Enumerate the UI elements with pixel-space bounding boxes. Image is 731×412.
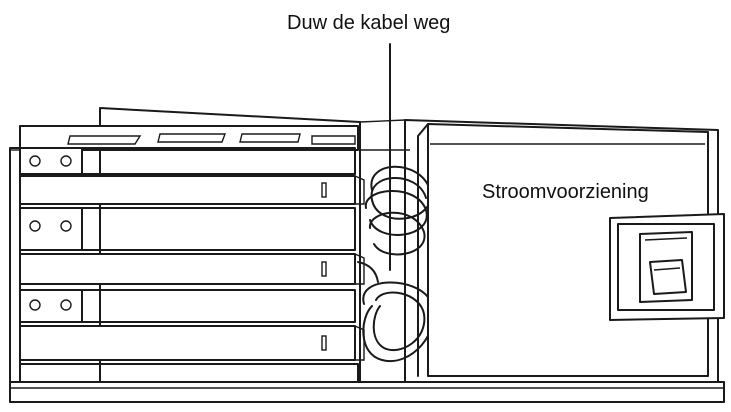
power-supply-label: Stroomvoorziening [482, 181, 649, 203]
drive-cage-top [19, 125, 359, 151]
drive-bays [9, 147, 365, 383]
cable-loops [357, 165, 435, 363]
callout-label-push-cable: Duw de kabel weg [287, 12, 450, 34]
power-switch-icon [609, 213, 725, 321]
chassis-base [9, 381, 725, 403]
power-supply-unit [417, 123, 725, 377]
